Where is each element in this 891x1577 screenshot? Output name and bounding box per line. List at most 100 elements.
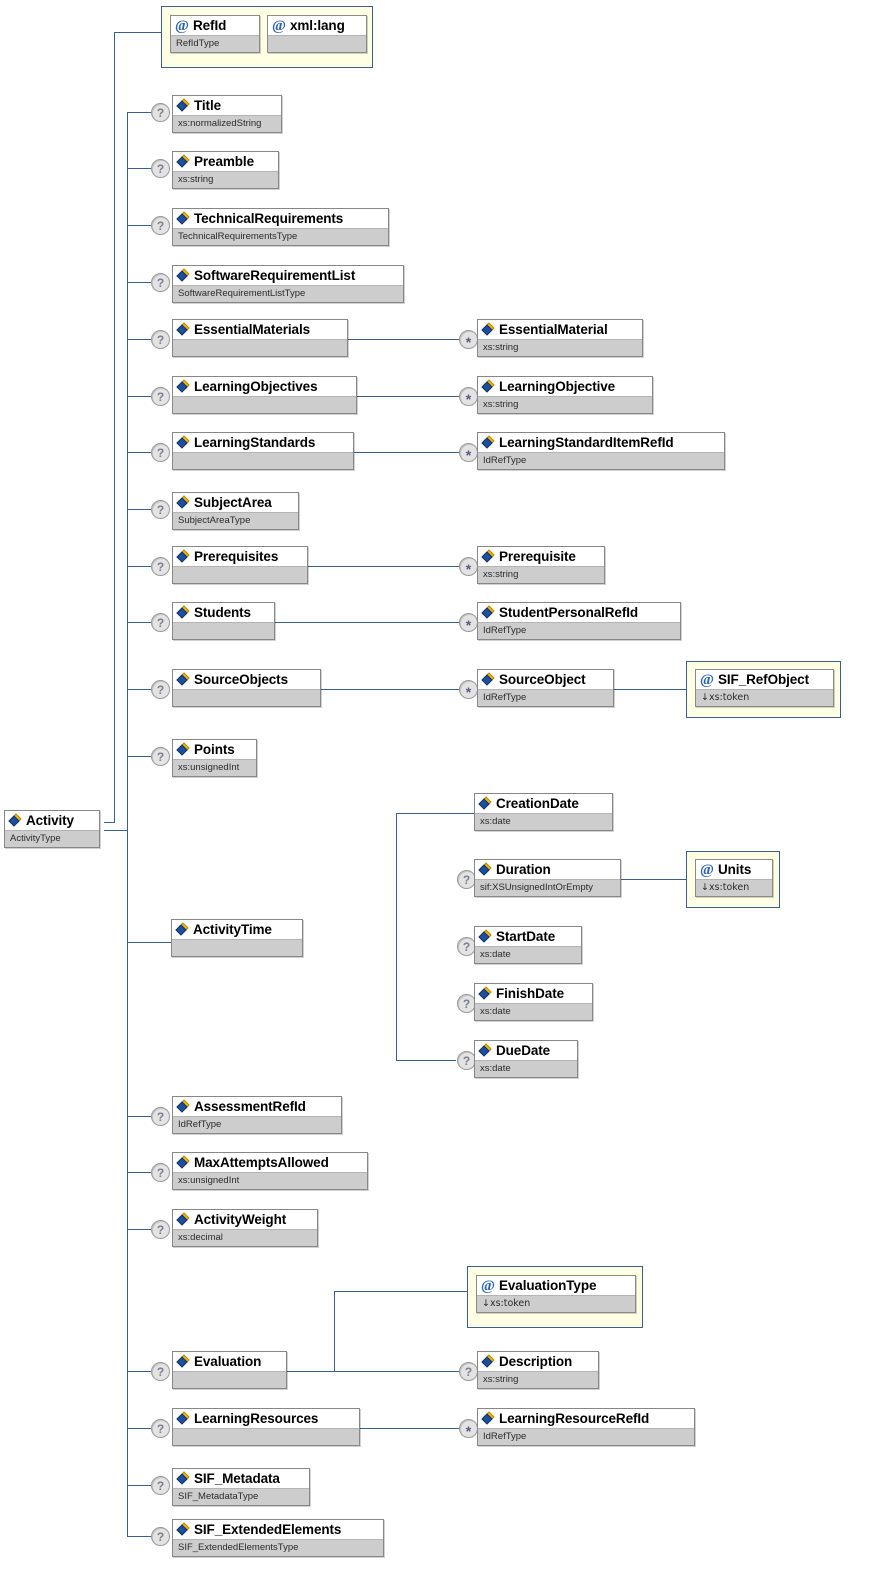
node-title[interactable]: Title xs:normalizedString <box>172 95 282 133</box>
attribute-group-evaluation: @ EvaluationType ↓xs:token <box>467 1266 643 1328</box>
node-preamble[interactable]: Preamble xs:string <box>172 151 279 189</box>
branch-subjectarea <box>127 509 151 510</box>
node-refid-type: RefIdType <box>171 35 259 52</box>
occurrence-marker-repeat: * <box>459 443 478 463</box>
element-icon <box>177 1355 190 1368</box>
occurrence-marker-optional: ? <box>151 1362 170 1381</box>
branch-essentialmaterials <box>127 339 151 340</box>
node-activity-type: ActivityType <box>5 830 99 847</box>
node-subjectarea[interactable]: SubjectArea SubjectAreaType <box>172 492 299 530</box>
node-students[interactable]: Students <box>172 602 275 640</box>
occurrence-marker-optional: ? <box>151 1419 170 1438</box>
node-sourceobject-type: IdRefType <box>478 689 613 706</box>
occurrence-marker-optional: ? <box>457 1051 476 1070</box>
node-technicalrequirements[interactable]: TechnicalRequirements TechnicalRequireme… <box>172 208 389 246</box>
node-sif-refobject[interactable]: @ SIF_RefObject ↓xs:token <box>695 669 834 707</box>
node-learningresourcerefid[interactable]: LearningResourceRefId IdRefType <box>477 1408 695 1446</box>
node-learningstandards[interactable]: LearningStandards <box>172 432 354 470</box>
occurrence-marker-optional: ? <box>151 557 170 576</box>
node-learningstandarditemrefid-type: IdRefType <box>478 452 724 469</box>
node-xml-lang-header: @ xml:lang <box>268 16 366 35</box>
node-creationdate[interactable]: CreationDate xs:date <box>474 793 613 831</box>
at-icon: @ <box>700 672 714 688</box>
link-students-child <box>275 622 460 623</box>
node-sourceobjects-header: SourceObjects <box>173 670 320 689</box>
occurrence-marker-optional: ? <box>151 1220 170 1239</box>
node-units[interactable]: @ Units ↓xs:token <box>695 859 773 897</box>
node-learningobjective-name: LearningObjective <box>499 379 616 394</box>
node-units-type: ↓xs:token <box>696 879 772 896</box>
branch-softwarerequirementlist <box>127 282 151 283</box>
node-learningobjectives[interactable]: LearningObjectives <box>172 376 357 414</box>
node-activitytime[interactable]: ActivityTime <box>171 919 303 957</box>
node-prerequisites[interactable]: Prerequisites <box>172 546 308 584</box>
node-learningresourcerefid-header: LearningResourceRefId <box>478 1409 694 1428</box>
node-finishdate[interactable]: FinishDate xs:date <box>474 983 593 1021</box>
occurrence-marker-repeat: * <box>459 613 478 633</box>
node-evaluation-header: Evaluation <box>173 1352 286 1371</box>
node-learningstandarditemrefid[interactable]: LearningStandardItemRefId IdRefType <box>477 432 725 470</box>
element-icon <box>177 99 190 112</box>
node-softwarerequirementlist-type: SoftwareRequirementListType <box>173 285 403 302</box>
node-learningobjective[interactable]: LearningObjective xs:string <box>477 376 653 414</box>
node-points[interactable]: Points xs:unsignedInt <box>172 739 257 777</box>
node-softwarerequirementlist-name: SoftwareRequirementList <box>194 268 356 283</box>
node-learningresources-name: LearningResources <box>194 1411 319 1426</box>
element-icon <box>482 323 495 336</box>
node-sourceobjects[interactable]: SourceObjects <box>172 669 321 707</box>
node-sourceobject[interactable]: SourceObject IdRefType <box>477 669 614 707</box>
occurrence-marker-optional: ? <box>151 500 170 519</box>
link-learningresources-child <box>360 1428 460 1429</box>
node-evaluation[interactable]: Evaluation <box>172 1351 287 1389</box>
node-activityweight[interactable]: ActivityWeight xs:decimal <box>172 1209 318 1247</box>
node-startdate[interactable]: StartDate xs:date <box>474 926 582 964</box>
node-points-name: Points <box>194 742 235 757</box>
node-essentialmaterial[interactable]: EssentialMaterial xs:string <box>477 319 643 357</box>
node-activityweight-type: xs:decimal <box>173 1229 317 1246</box>
node-duedate[interactable]: DueDate xs:date <box>474 1040 578 1078</box>
node-subjectarea-type: SubjectAreaType <box>173 512 298 529</box>
node-xml-lang[interactable]: @ xml:lang <box>267 15 367 53</box>
node-sourceobjects-name: SourceObjects <box>194 672 288 687</box>
node-sif-metadata[interactable]: SIF_Metadata SIF_MetadataType <box>172 1468 310 1506</box>
node-students-name: Students <box>194 605 251 620</box>
node-activity[interactable]: Activity ActivityType <box>4 810 100 848</box>
element-icon <box>482 436 495 449</box>
node-prerequisites-type <box>173 566 307 583</box>
occurrence-marker-optional: ? <box>151 330 170 349</box>
node-refid-header: @ RefId <box>171 16 259 35</box>
occurrence-marker-optional: ? <box>151 387 170 406</box>
node-sourceobject-header: SourceObject <box>478 670 613 689</box>
node-softwarerequirementlist[interactable]: SoftwareRequirementList SoftwareRequirem… <box>172 265 404 303</box>
occurrence-marker-optional: ? <box>151 159 170 178</box>
node-evaluationtype-name: EvaluationType <box>499 1278 597 1293</box>
node-studentpersonalrefid[interactable]: StudentPersonalRefId IdRefType <box>477 602 681 640</box>
evaluation-branch-evaluationtype <box>334 1291 468 1292</box>
node-description-type: xs:string <box>478 1371 598 1388</box>
node-sif-metadata-header: SIF_Metadata <box>173 1469 309 1488</box>
node-evaluationtype-type: ↓xs:token <box>477 1295 635 1312</box>
node-students-header: Students <box>173 603 274 622</box>
node-evaluationtype[interactable]: @ EvaluationType ↓xs:token <box>476 1275 636 1313</box>
node-technicalrequirements-name: TechnicalRequirements <box>194 211 344 226</box>
node-duration[interactable]: Duration sif:XSUnsignedIntOrEmpty <box>474 859 621 897</box>
element-icon <box>479 863 492 876</box>
element-icon <box>177 743 190 756</box>
node-prerequisite-header: Prerequisite <box>478 547 604 566</box>
node-xml-lang-name: xml:lang <box>290 18 345 33</box>
attribute-group-duration: @ Units ↓xs:token <box>686 851 780 908</box>
node-duration-type: sif:XSUnsignedIntOrEmpty <box>475 879 620 896</box>
node-refid[interactable]: @ RefId RefIdType <box>170 15 260 53</box>
node-maxattemptsallowed[interactable]: MaxAttemptsAllowed xs:unsignedInt <box>172 1152 368 1190</box>
node-assessmentrefid[interactable]: AssessmentRefId IdRefType <box>172 1096 342 1134</box>
node-sif-extendedelements[interactable]: SIF_ExtendedElements SIF_ExtendedElement… <box>172 1519 384 1557</box>
occurrence-marker-repeat: * <box>459 387 478 407</box>
element-icon <box>177 1412 190 1425</box>
node-prerequisites-header: Prerequisites <box>173 547 307 566</box>
node-essentialmaterials[interactable]: EssentialMaterials <box>172 319 348 357</box>
node-prerequisite[interactable]: Prerequisite xs:string <box>477 546 605 584</box>
link-sourceobjects-child <box>321 689 460 690</box>
node-description[interactable]: Description xs:string <box>477 1351 599 1389</box>
node-learningresources[interactable]: LearningResources <box>172 1408 360 1446</box>
